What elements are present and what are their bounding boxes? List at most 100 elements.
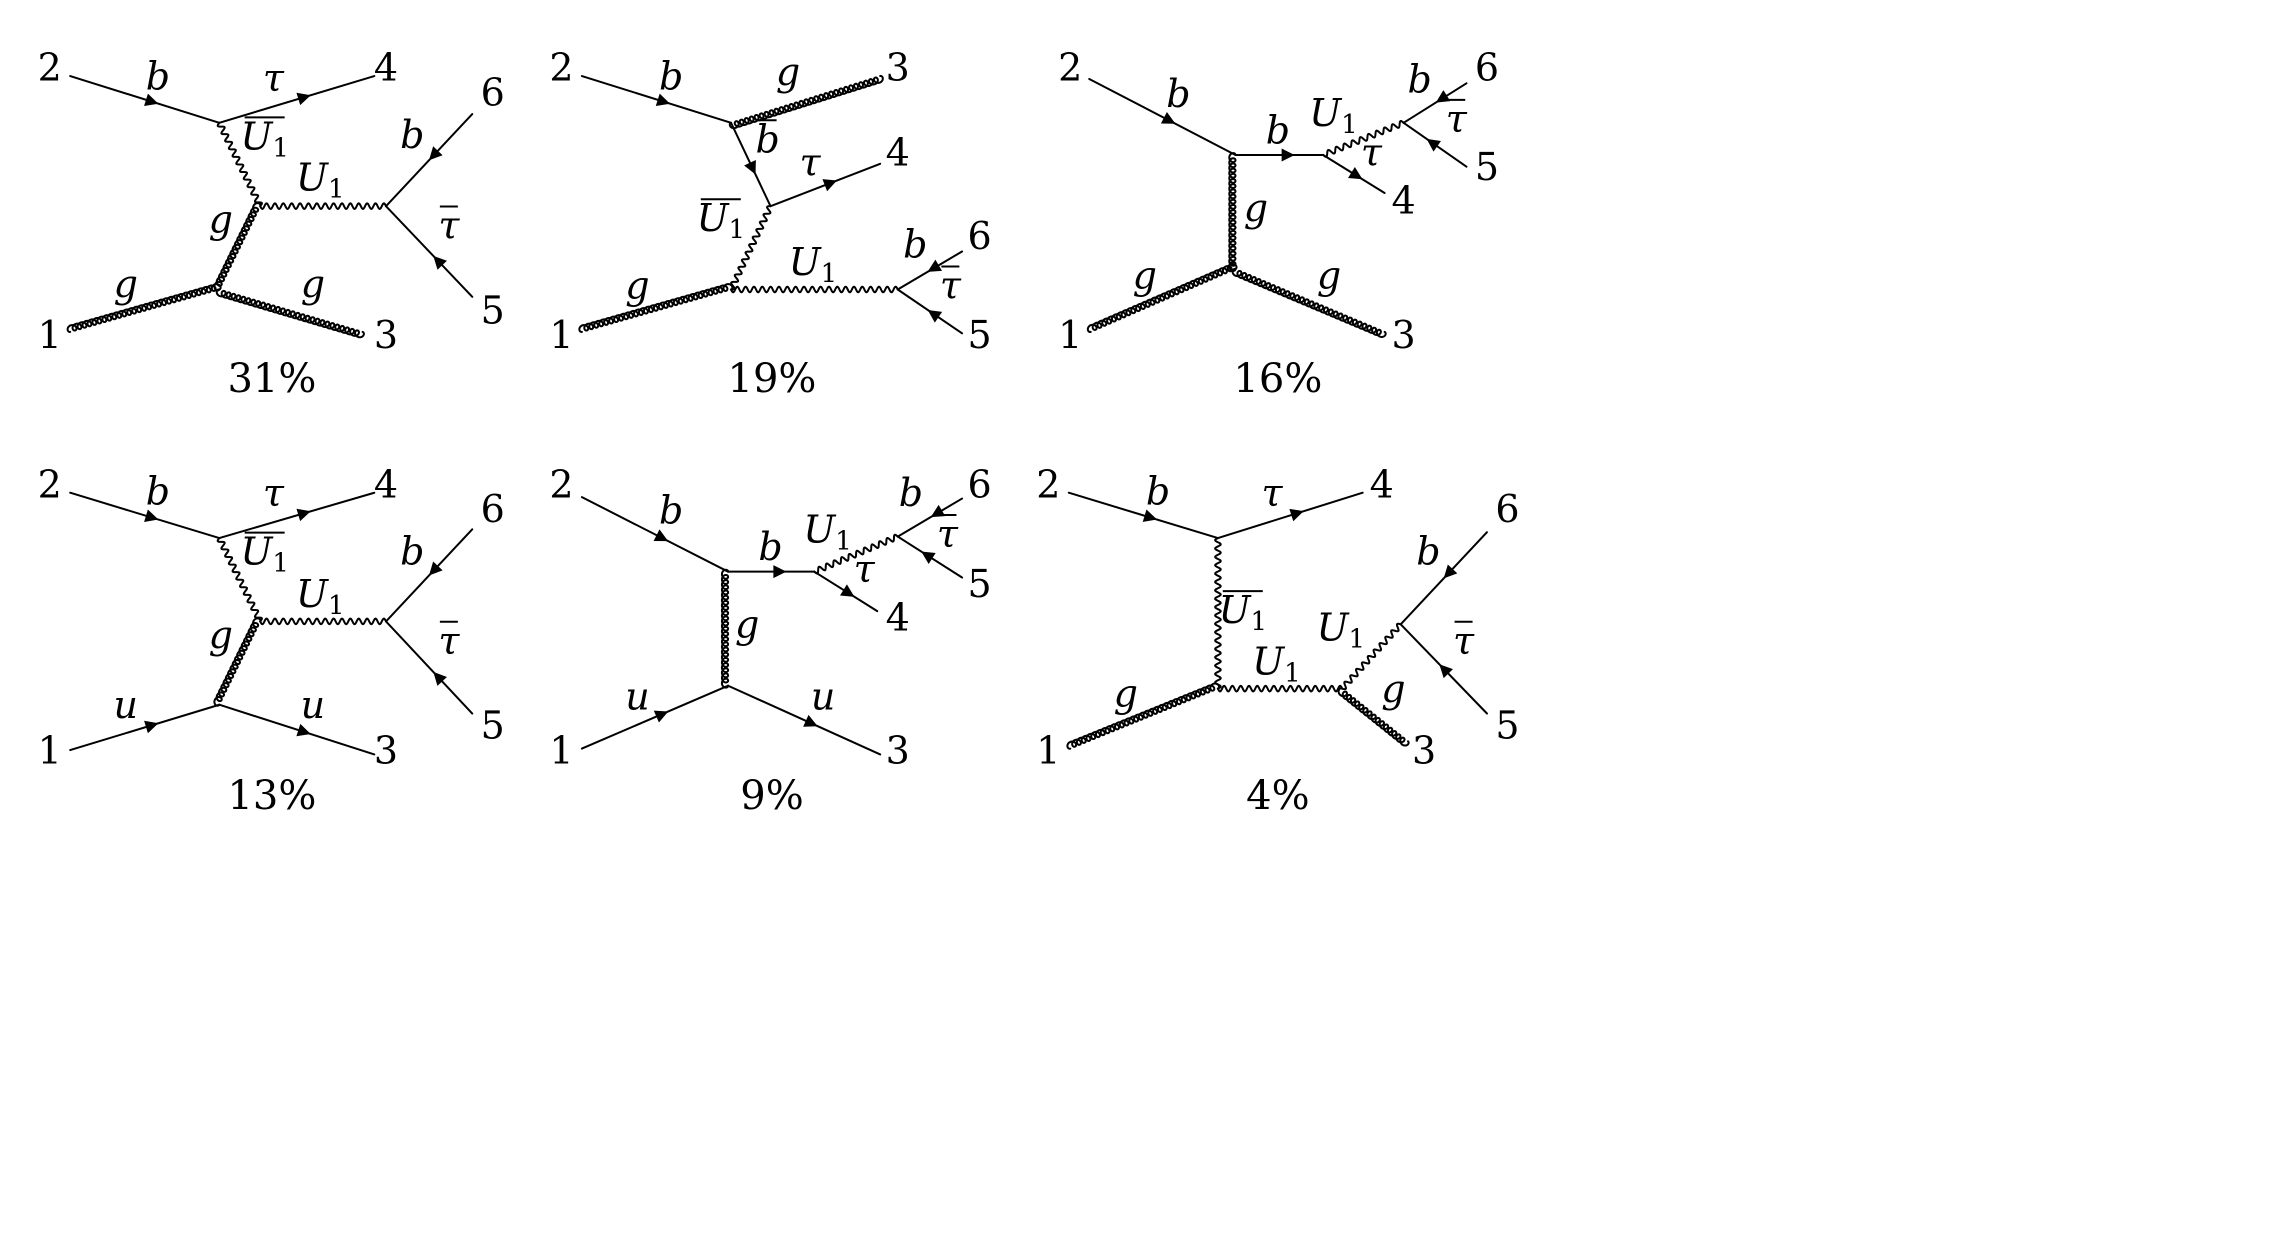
ext-label-6: 6 <box>481 487 505 531</box>
label-b-in: b <box>659 489 683 533</box>
label-u1bar: U1 <box>240 114 289 163</box>
label-taubar: τ <box>937 512 959 556</box>
label-b-prop: b <box>758 525 782 569</box>
taubar-outgoing-line-arrow <box>1439 664 1454 679</box>
ext-label-3: 3 <box>886 46 910 90</box>
b-outgoing-line-arrow <box>930 504 946 518</box>
label-u1-a: U1 <box>1252 639 1301 688</box>
label-b-out: b <box>1408 57 1432 101</box>
gluon-propagator <box>213 617 262 707</box>
b-incoming-line-arrow <box>653 529 669 542</box>
u1-propagator <box>730 285 899 294</box>
gluon-incoming <box>1066 682 1221 750</box>
label-u-out: u <box>811 674 835 718</box>
ext-label-1: 1 <box>38 313 62 357</box>
ext-label-5: 5 <box>1475 145 1499 189</box>
label-taubar: τ <box>438 619 460 663</box>
b-incoming-line <box>1067 491 1219 540</box>
gluon-incoming <box>578 283 734 333</box>
b-incoming-line <box>580 75 733 124</box>
label-taubar: τ <box>1453 619 1475 663</box>
label-b-out: b <box>1416 530 1440 574</box>
b-incoming-line-arrow <box>1160 112 1176 124</box>
u1-propagator <box>259 202 387 210</box>
b-incoming-line-arrow <box>144 509 159 522</box>
u-incoming-line <box>69 703 221 752</box>
label-tau: τ <box>263 56 285 100</box>
tau-outgoing-line-arrow <box>296 508 311 522</box>
u-outgoing-line <box>727 684 882 756</box>
ext-label-3: 3 <box>374 313 398 357</box>
u-incoming-line-arrow <box>653 710 669 723</box>
percentage-9: 9% <box>740 773 803 819</box>
label-b-out: b <box>903 223 927 267</box>
b-incoming-line <box>1088 77 1237 156</box>
label-taubar: τ <box>438 204 460 248</box>
b-incoming-line-arrow <box>144 93 159 107</box>
label-tau: τ <box>1361 130 1383 174</box>
ext-label-2: 2 <box>38 46 62 90</box>
label-u1bar: U1 <box>240 530 289 579</box>
bbar-propagator-line-arrow <box>744 159 756 175</box>
taubar-outgoing-line-arrow <box>433 255 447 270</box>
label-g-in: g <box>625 263 649 307</box>
ext-label-2: 2 <box>1036 462 1060 506</box>
label-u-in: u <box>625 674 649 718</box>
ext-label-1: 1 <box>38 728 62 772</box>
ext-label-4: 4 <box>886 595 910 639</box>
tau-outgoing-line <box>1216 491 1364 540</box>
u1-propagator <box>1322 120 1405 158</box>
gluon-incoming <box>66 283 222 333</box>
label-g-out: g <box>1317 253 1341 297</box>
gluon-outgoing <box>1231 267 1387 338</box>
label-g-in: g <box>114 262 138 306</box>
ext-label-3: 3 <box>1412 728 1436 772</box>
ext-label-4: 4 <box>374 46 398 90</box>
ext-label-5: 5 <box>1495 704 1519 748</box>
u1-propagator <box>813 533 899 575</box>
b-outgoing-line <box>1402 82 1468 124</box>
label-u1bar: U1 <box>1218 588 1267 637</box>
ext-label-3: 3 <box>1392 313 1416 357</box>
label-b-prop: b <box>1266 109 1290 153</box>
label-u-in: u <box>113 683 137 727</box>
label-tau: τ <box>854 547 876 591</box>
gluon-outgoing <box>1337 687 1410 747</box>
u1bar-propagator <box>216 537 263 623</box>
label-taubar: τ <box>1446 97 1468 141</box>
label-g-in: g <box>1133 253 1157 297</box>
label-tau: τ <box>1262 471 1284 515</box>
taubar-outgoing-line-arrow <box>921 551 936 564</box>
ext-label-5: 5 <box>481 704 505 748</box>
label-b-out: b <box>899 471 923 515</box>
ext-label-5: 5 <box>481 288 505 332</box>
ext-label-2: 2 <box>38 462 62 506</box>
label-u1: U1 <box>789 240 838 289</box>
label-b-in: b <box>146 54 170 98</box>
ext-label-1: 1 <box>1036 728 1060 772</box>
ext-label-2: 2 <box>549 46 573 90</box>
label-g-out: g <box>301 262 325 306</box>
b-propagator-line-arrow <box>1281 148 1295 162</box>
label-tau: τ <box>263 471 285 515</box>
label-b-out: b <box>400 113 424 157</box>
b-incoming-line <box>69 491 221 540</box>
b-outgoing-line-arrow <box>428 561 443 576</box>
gluon-propagator <box>213 202 262 292</box>
ext-label-4: 4 <box>886 130 910 174</box>
taubar-outgoing-line <box>384 205 474 298</box>
label-tau: τ <box>799 141 821 185</box>
percentage-31: 31% <box>227 356 316 402</box>
u1-propagator-b <box>1341 622 1402 691</box>
label-u1-b: U1 <box>1316 606 1365 655</box>
tau-outgoing-line-arrow <box>1289 508 1304 522</box>
taubar-outgoing-line-arrow <box>1426 138 1441 152</box>
ext-label-6: 6 <box>968 462 992 506</box>
ext-label-2: 2 <box>549 462 573 506</box>
tau-outgoing-line-arrow <box>1348 166 1363 180</box>
u-incoming-line <box>580 684 730 750</box>
label-u-out: u <box>301 683 325 727</box>
u-outgoing-line-arrow <box>803 714 818 727</box>
